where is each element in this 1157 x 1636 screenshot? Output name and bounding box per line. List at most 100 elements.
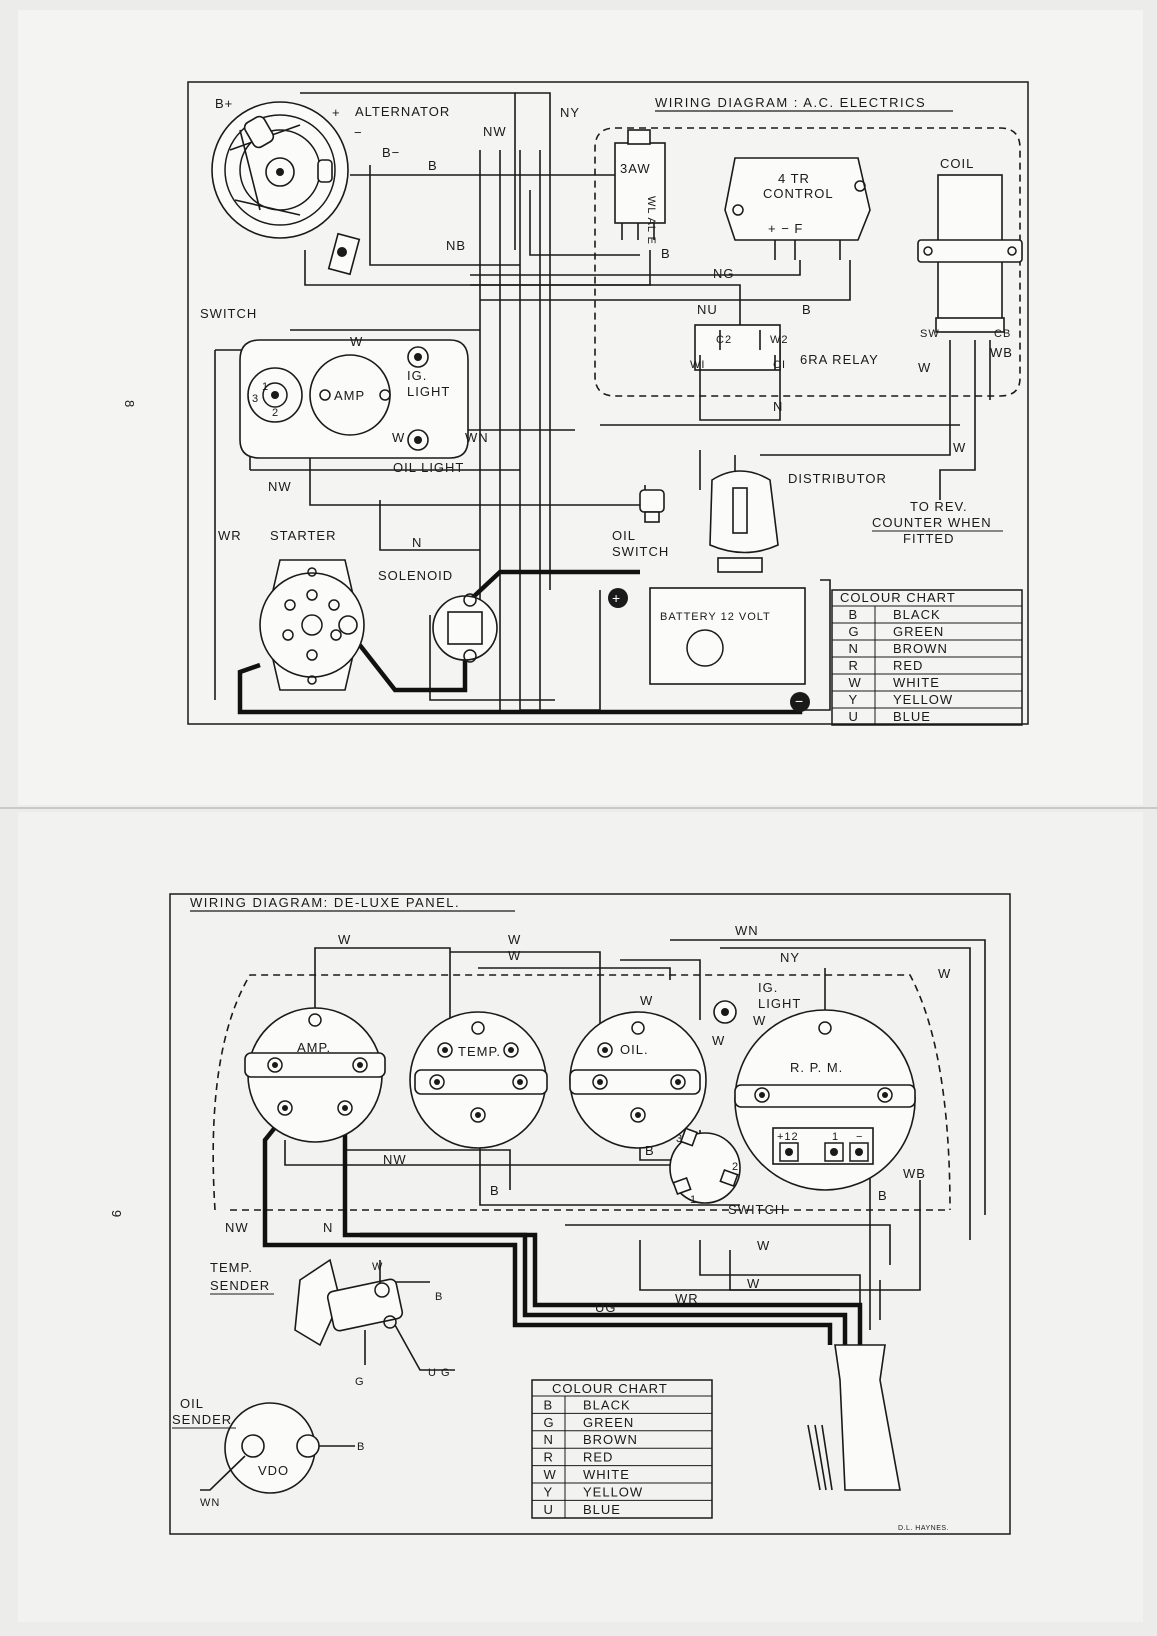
colour-code: B xyxy=(849,607,859,622)
temp-gauge: TEMP. xyxy=(409,1011,548,1149)
wire-label: N xyxy=(773,399,783,414)
panel-switch: 3 1 2 SWITCH xyxy=(669,1127,785,1217)
top-wiring xyxy=(214,92,991,715)
three-aw-label: 3AW xyxy=(620,161,651,176)
top-diagram-frame xyxy=(187,81,1029,725)
colour-code: R xyxy=(544,1450,554,1465)
wire-label: NB xyxy=(446,238,466,253)
temp-gauge-label: TEMP. xyxy=(458,1044,501,1059)
alternator-plus-label: + xyxy=(332,105,341,120)
colour-code: B xyxy=(544,1397,554,1412)
control-enclosure xyxy=(594,127,1021,397)
top-page xyxy=(18,10,1143,805)
switch-terminal-3: 3 xyxy=(676,1133,683,1145)
colour-name: BLACK xyxy=(583,1397,631,1412)
switch-label: SWITCH xyxy=(728,1202,785,1217)
colour-name: BROWN xyxy=(893,641,948,656)
colour-name: YELLOW xyxy=(893,692,953,707)
switch-panel: 1 3 2 SWITCH AMP IG. LIGHT OIL LIGHT xyxy=(200,306,469,475)
three-aw-unit: 3AW WL AL E xyxy=(614,129,666,245)
page-number-bottom: 9 xyxy=(109,1210,124,1218)
coil-cb-label: CB xyxy=(994,328,1011,340)
relay-w1-label: WI xyxy=(690,359,705,371)
temp-sender: TEMP. SENDER W B G U G xyxy=(210,1258,455,1388)
control-box: 4 TR CONTROL + − F xyxy=(724,157,871,260)
svg-text:1: 1 xyxy=(262,381,269,393)
wire-label: W xyxy=(372,1261,383,1273)
ig-light-label-2: LIGHT xyxy=(407,384,450,399)
oil-sender-label-2: SENDER xyxy=(172,1412,232,1427)
relay-c1-label: CI xyxy=(773,359,786,371)
oil-switch-label-1: OIL xyxy=(612,528,636,543)
relay-label: 6RA RELAY xyxy=(800,352,879,367)
wire-label: W xyxy=(338,932,351,947)
wire-label: W xyxy=(508,948,521,963)
colour-name: BLACK xyxy=(893,607,941,622)
wire-label: NW xyxy=(225,1220,249,1235)
battery-plus-sign: + xyxy=(612,590,620,606)
wire-label: N xyxy=(323,1220,333,1235)
colour-code: N xyxy=(849,641,859,656)
ig-light-label-1: IG. xyxy=(758,980,778,995)
top-wiring-diagram: WIRING DIAGRAM : A.C. ELECTRICS xyxy=(187,81,1029,726)
wire-label: W xyxy=(350,334,363,349)
bottom-wiring-diagram: WIRING DIAGRAM: DE-LUXE PANEL. xyxy=(169,893,1011,1535)
switch-label: SWITCH xyxy=(200,306,257,321)
wire-label: B xyxy=(357,1441,365,1453)
colour-name: BROWN xyxy=(583,1432,638,1447)
wire-label: W xyxy=(753,1013,766,1028)
colour-chart-title: COLOUR CHART xyxy=(840,590,956,605)
wire-label: WR xyxy=(675,1291,699,1306)
wire-label: U G xyxy=(428,1367,451,1379)
colour-name: WHITE xyxy=(893,675,940,690)
colour-code: W xyxy=(544,1467,557,1482)
wire-label: W xyxy=(953,440,966,455)
colour-code: U xyxy=(544,1502,554,1517)
wire-label: W xyxy=(757,1238,770,1253)
wire-label: NU xyxy=(697,302,718,317)
ig-light-label-1: IG. xyxy=(407,368,427,383)
rpm-terminal-1: 1 xyxy=(832,1131,839,1143)
control-title-2: CONTROL xyxy=(763,186,834,201)
top-diagram-title: WIRING DIAGRAM : A.C. ELECTRICS xyxy=(655,95,926,110)
wire-label: B xyxy=(428,158,438,173)
wire-label: NY xyxy=(780,950,800,965)
wire-label: W xyxy=(640,993,653,1008)
oil-sender: VDO OIL SENDER B WN xyxy=(172,1396,365,1509)
wire-label: WB xyxy=(990,345,1013,360)
wire-label: W xyxy=(747,1276,760,1291)
rpm-gauge-label: R. P. M. xyxy=(790,1060,843,1075)
colour-code: G xyxy=(849,624,860,639)
colour-chart-title: COLOUR CHART xyxy=(552,1381,668,1396)
amp-gauge: AMP. xyxy=(244,1007,386,1143)
alternator-minus-label: − xyxy=(354,125,363,140)
colour-name: GREEN xyxy=(583,1415,634,1430)
control-title-1: 4 TR xyxy=(778,171,810,186)
wire-label: NW xyxy=(383,1152,407,1167)
oil-light-label: OIL LIGHT xyxy=(393,460,464,475)
rev-counter-label-1: TO REV. xyxy=(910,499,968,514)
colour-code: W xyxy=(849,675,862,690)
relay-c2-label: C2 xyxy=(716,334,732,346)
bottom-diagram-frame xyxy=(169,893,1011,1535)
top-wire-labels: NY NW B NB B NG NU B W W W WN N W NW WR … xyxy=(218,105,1013,550)
colour-name: RED xyxy=(583,1450,613,1465)
oil-gauge-label: OIL. xyxy=(620,1042,649,1057)
distributor-label: DISTRIBUTOR xyxy=(788,471,887,486)
wire-label: W xyxy=(712,1033,725,1048)
signature: D.L. HAYNES. xyxy=(898,1525,949,1532)
switch-terminal-2: 2 xyxy=(732,1161,739,1173)
amp-gauge-label: AMP. xyxy=(297,1040,331,1055)
panel-outline xyxy=(212,974,951,1211)
wire-label: UG xyxy=(595,1300,617,1315)
amp-label: AMP xyxy=(334,388,365,403)
oil-gauge: OIL. xyxy=(569,1011,707,1149)
coil-label: COIL xyxy=(940,156,974,171)
rev-counter-label-2: COUNTER WHEN xyxy=(872,515,992,530)
wire-label: WN xyxy=(465,430,489,445)
wire-label: NW xyxy=(483,124,507,139)
wire-label: B xyxy=(435,1291,443,1303)
